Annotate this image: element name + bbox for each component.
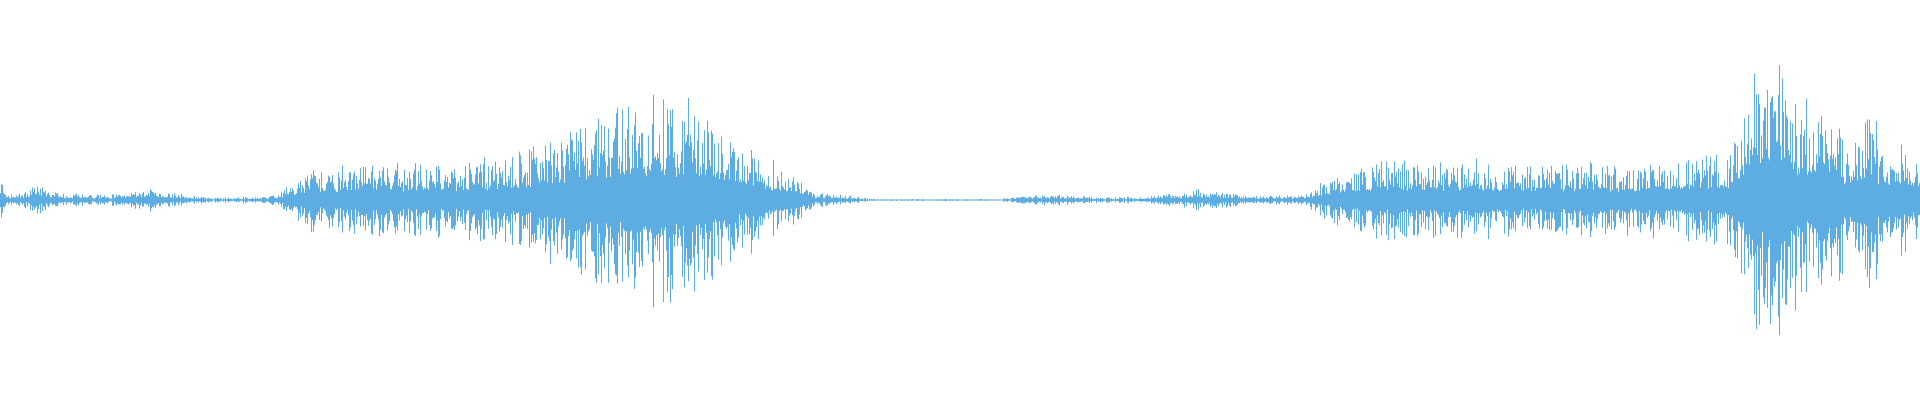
audio-waveform: [0, 65, 1920, 336]
waveform-plot: [0, 65, 1920, 336]
